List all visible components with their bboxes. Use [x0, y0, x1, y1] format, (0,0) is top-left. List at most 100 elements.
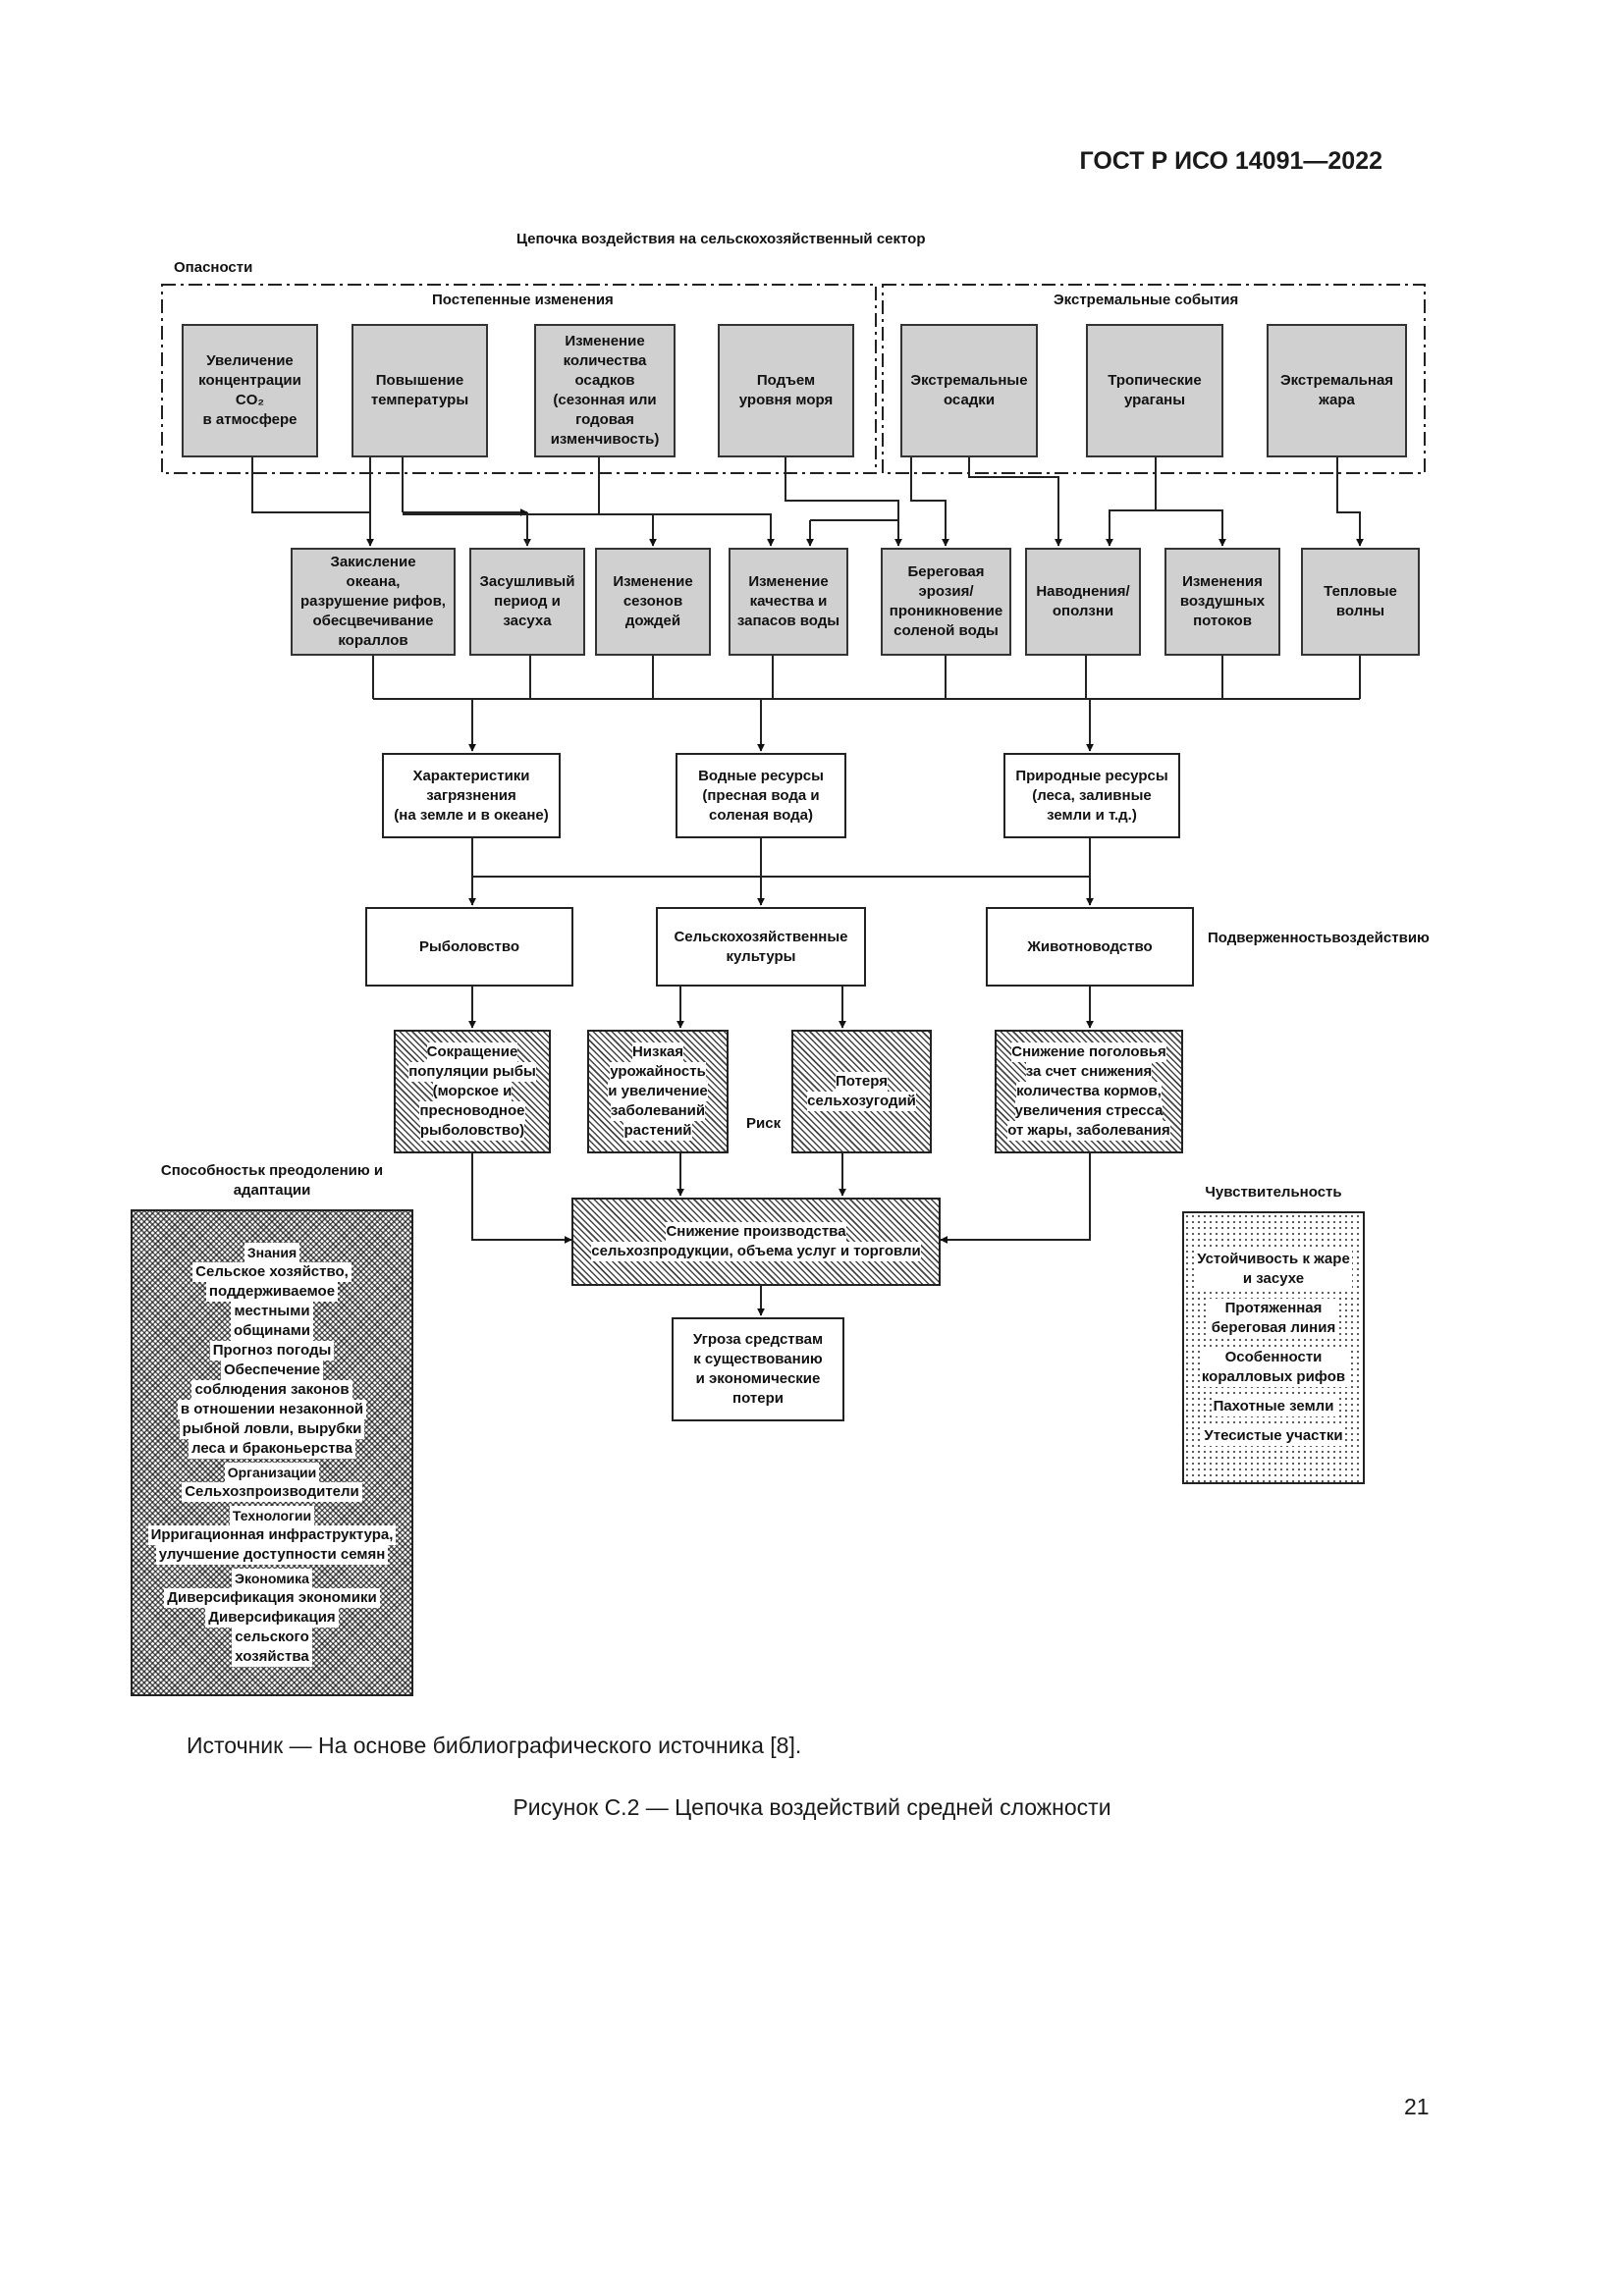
box-text-line: Сокращение — [426, 1042, 518, 1062]
diagram-title: Цепочка воздействия на сельскохозяйствен… — [516, 231, 926, 247]
box-text-line: CO₂ — [235, 392, 265, 408]
box-text-line: Снижение производства — [666, 1222, 846, 1242]
capacity-group-heading: Технологии — [229, 1506, 315, 1525]
box-text-line: Рыболовство — [418, 937, 520, 955]
box-text-line: осадки — [943, 392, 996, 408]
label-line: Способность — [160, 1162, 258, 1179]
box-text-line: оползни — [1052, 603, 1114, 619]
box-text-line: в атмосфере — [202, 411, 298, 428]
sensitivity-item: Протяженная береговая линия — [1209, 1299, 1338, 1338]
box-text-line: обесцвечивание — [312, 613, 434, 629]
box-text-line: Характеристики — [412, 767, 530, 784]
capacity-item: местными — [231, 1302, 313, 1321]
capacity-item: хозяйства — [232, 1647, 312, 1667]
box-text-line: Повышение — [375, 372, 464, 389]
box-text-line: годовая — [575, 411, 634, 428]
sensitivity-item-line: Пахотные земли — [1213, 1398, 1334, 1415]
box-text-line: Природные ресурсы — [1015, 767, 1168, 784]
resource-box: Характеристики загрязнения (на земле и в о… — [382, 753, 561, 838]
box-text-line: Водные ресурсы — [698, 767, 824, 784]
box-text-line: сельхозпродукции, объема услуг и торговл… — [591, 1242, 921, 1261]
standard-number: ГОСТ Р ИСО 14091—2022 — [1079, 147, 1382, 175]
capacity-item: поддерживаемое — [205, 1282, 339, 1302]
box-text-line: загрязнения — [426, 786, 516, 804]
box-text-line: количества — [563, 352, 647, 369]
capacity-group-heading: Организации — [224, 1463, 320, 1482]
box-text-line: заболеваний — [610, 1101, 706, 1121]
box-text-line: и увеличение — [608, 1082, 708, 1101]
box-text-line: количества кормов, — [1016, 1082, 1162, 1101]
box-text-line: разрушение рифов, — [300, 593, 446, 610]
box-text-line: Низкая — [631, 1042, 684, 1062]
box-text-line: кораллов — [338, 632, 408, 649]
sensitivity-item: Пахотные земли — [1211, 1397, 1336, 1416]
sensitivity-item-line: береговая линия — [1211, 1319, 1336, 1336]
box-text-line: воздушных — [1179, 593, 1266, 610]
box-text-line: от жары, заболевания — [1007, 1121, 1170, 1141]
sensitivity-item-line: Протяженная — [1224, 1300, 1323, 1316]
box-text-line: Наводнения/ — [1036, 583, 1130, 600]
box-text-line: (сезонная или — [553, 392, 657, 408]
box-text-line: потоков — [1193, 613, 1252, 629]
sector-box: Животноводство — [986, 907, 1194, 987]
box-text-line: рыболовство) — [419, 1121, 525, 1141]
box-text-line: Изменения — [1182, 573, 1263, 590]
box-text-line: осадков — [574, 372, 635, 389]
box-text-line: и экономические — [695, 1370, 821, 1387]
box-text-line: увеличения стресса — [1014, 1101, 1164, 1121]
box-text-line: Увеличение — [206, 352, 294, 369]
capacity-group-heading: Экономика — [232, 1569, 312, 1588]
box-text-line: популяции рыбы — [408, 1062, 536, 1082]
box-text-line: Изменение — [565, 333, 645, 349]
capacity-item: леса и браконьерства — [189, 1439, 355, 1459]
hazard-box: Экстремальная жара — [1267, 324, 1407, 457]
box-text-line: Засушливый — [479, 573, 575, 590]
gradual-changes-label: Постепенные изменения — [432, 292, 614, 308]
source-note: Источник — На основе библиографического … — [187, 1733, 802, 1758]
box-text-line: концентрации — [198, 372, 301, 389]
box-text-line: изменчивость) — [550, 431, 660, 448]
capacity-item: сельского — [232, 1628, 312, 1647]
box-text-line: качества и — [749, 593, 828, 610]
box-text-line: запасов воды — [736, 613, 840, 629]
box-text-line: Экстремальная — [1279, 372, 1394, 389]
box-text-line: сезонов — [623, 593, 683, 610]
capacity-item: Ирригационная инфраструктура, — [147, 1525, 397, 1545]
capacity-title: Способностьк преодолению и адаптации — [131, 1161, 413, 1201]
sensitivity-item-line: Устойчивость к жаре — [1197, 1251, 1350, 1267]
box-text-line: культуры — [726, 947, 796, 965]
capacity-item: рыбной ловли, вырубки — [179, 1419, 365, 1439]
risk-label: Риск — [746, 1115, 782, 1132]
capacity-item: Сельское хозяйство, — [192, 1262, 352, 1282]
extreme-events-label: Экстремальные события — [1054, 292, 1239, 308]
box-text-line: жара — [1319, 392, 1355, 408]
box-text-line: пресноводное — [419, 1101, 525, 1121]
box-text-line: Тепловые — [1324, 583, 1397, 600]
box-text-line: Сельскохозяйственные — [674, 928, 848, 945]
capacity-item: соблюдения законов — [191, 1380, 352, 1400]
box-text-line: за счет снижения — [1025, 1062, 1153, 1082]
extreme-events-frame — [882, 284, 1426, 474]
sensitivity-title: Чувствительность — [1205, 1184, 1342, 1201]
box-text-line: (на земле и в океане) — [394, 806, 549, 824]
hazards-label: Опасности — [174, 259, 253, 276]
capacity-item: общинами — [230, 1321, 314, 1341]
box-text-line: Изменение — [613, 573, 693, 590]
